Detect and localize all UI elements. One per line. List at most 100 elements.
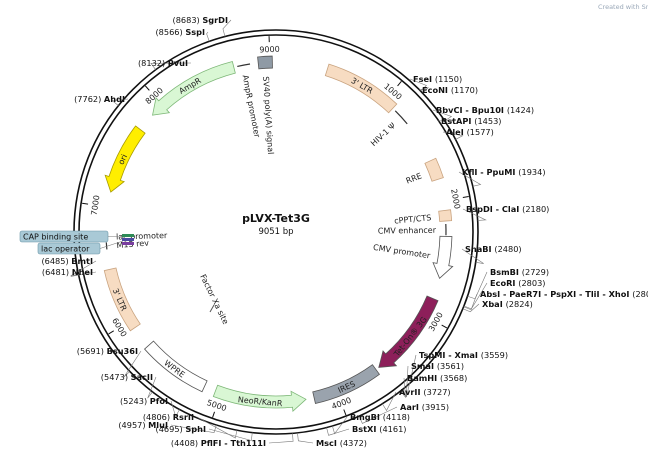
site-label: EcoRI (2803) xyxy=(490,278,546,288)
site-name: AbsI - PaeR7I - PspXI - TliI - XhoI xyxy=(480,289,632,299)
feature-label: SV40 poly(A) signal xyxy=(261,76,275,155)
factor-xa-label: Factor Xa site xyxy=(198,273,230,326)
site-bsu36i: (5691) Bsu36I xyxy=(77,346,142,378)
site-sgrdi: (8683) SgrDI xyxy=(173,15,232,37)
site-econi: EcoNI (1170) xyxy=(418,85,478,95)
feature-label: lac promoter xyxy=(116,231,168,241)
feature-label: HIV-1 Ψ xyxy=(369,121,397,148)
site-name: FseI xyxy=(413,74,435,84)
site-name: BstAPI xyxy=(441,116,474,126)
site-label: AvrII (3727) xyxy=(399,387,451,397)
site-coord: (2480) xyxy=(494,244,521,254)
snapgene-credit: Created with SnapGene® xyxy=(598,3,648,11)
site-coord: (4161) xyxy=(379,424,406,434)
site-label: (8132) PvuI xyxy=(138,58,188,68)
site-rsrii: (4806) RsrII xyxy=(143,412,238,439)
site-nhei: (6481) NheI xyxy=(42,267,97,277)
feature-label: cPPT/CTS xyxy=(394,213,432,226)
site-name: PflFI - Tth111I xyxy=(201,438,266,448)
site-bmti: (6485) BmtI xyxy=(41,256,97,277)
tag-label: CAP binding site xyxy=(23,233,88,242)
site-label: AbsI - PaeR7I - PspXI - TliI - XhoI (280… xyxy=(480,289,648,299)
site-label: SnaBI (2480) xyxy=(465,244,522,254)
site-coord: (1150) xyxy=(435,74,462,84)
site-label: (6485) BmtI xyxy=(41,256,93,266)
plasmid-name: pLVX-Tet3G xyxy=(242,212,310,225)
feature-lac-prom: lac promoter xyxy=(105,231,168,242)
site-name: BsmBI xyxy=(490,267,522,277)
site-coord: (5691) xyxy=(77,346,107,356)
feature-label: CMV enhancer xyxy=(378,226,437,236)
site-label: (6481) NheI xyxy=(42,267,93,277)
site-label: FseI (1150) xyxy=(413,74,462,84)
site-coord: (8566) xyxy=(155,27,185,37)
site-pvui: (8132) PvuI xyxy=(138,58,192,70)
tick-label: 2000 xyxy=(449,188,462,210)
site-coord: (4408) xyxy=(171,438,201,448)
site-name: MscI xyxy=(316,438,340,448)
site-coord: (3561) xyxy=(437,361,464,371)
site-label: BstAPI (1453) xyxy=(441,116,502,126)
site-name: AarI xyxy=(400,402,422,412)
site-name: NheI xyxy=(72,267,93,277)
feature-cmv-enh: CMV enhancer xyxy=(378,223,447,236)
site-label: (4957) MluI xyxy=(118,420,168,430)
feature-ampr-prom: AmpR promoter xyxy=(237,63,262,139)
site-coord: (4118) xyxy=(383,412,410,422)
site-sphi: (4695) SphI xyxy=(156,424,253,441)
tag-cap-binding-site: CAP binding site xyxy=(19,230,124,243)
site-name: BspDI - ClaI xyxy=(466,204,522,214)
site-name: BstXI xyxy=(352,424,379,434)
tick-label: 9000 xyxy=(259,45,280,55)
feature-label: ori xyxy=(116,153,129,166)
site-coord: (5243) xyxy=(120,396,150,406)
site-label: (7762) AhdI xyxy=(74,94,125,104)
site-label: AarI (3915) xyxy=(400,402,449,412)
site-coord: (2809) xyxy=(632,289,648,299)
site-label: (5243) PfoI xyxy=(120,396,168,406)
site-coord: (4372) xyxy=(340,438,367,448)
site-aari: AarI (3915) xyxy=(358,402,449,424)
tick-9000: 9000 xyxy=(259,36,280,54)
site-label: XbaI (2824) xyxy=(482,299,533,309)
feature-label: RRE xyxy=(405,171,423,185)
factor-xa-marker: Factor Xa site xyxy=(198,273,230,326)
site-coord: (8132) xyxy=(138,58,168,68)
site-label: (8683) SgrDI xyxy=(173,15,228,25)
site-name: AvrII xyxy=(399,387,423,397)
site-sspi: (8566) SspI xyxy=(155,27,210,42)
site-label: MscI (4372) xyxy=(316,438,367,448)
feature-ori: ori xyxy=(104,125,146,193)
site-name: SmaI xyxy=(411,361,437,371)
site-pfoi: (5243) PfoI xyxy=(120,396,180,418)
feature-rre: RRE xyxy=(405,157,444,186)
feature-ires: IRES xyxy=(312,364,381,405)
site-label: (4806) RsrII xyxy=(143,412,194,422)
site-name: BamHI xyxy=(407,373,440,383)
site-coord: (1424) xyxy=(507,105,534,115)
site-alei: AleI (1577) xyxy=(442,127,494,140)
site-avrii: AvrII (3727) xyxy=(382,387,451,412)
site-name: Bsu36I xyxy=(107,346,138,356)
site-label: BbvCI - Bpu10I (1424) xyxy=(436,105,534,115)
site-pflfi-tth111i: (4408) PflFI - Tth111I xyxy=(171,433,294,448)
site-coord: (1577) xyxy=(467,127,494,137)
feature-sv40-polya: SV40 poly(A) signal xyxy=(257,55,275,155)
site-ahdi: (7762) AhdI xyxy=(74,94,129,106)
site-label: EcoNI (1170) xyxy=(422,85,478,95)
site-label: (4695) SphI xyxy=(156,424,206,434)
site-coord: (2803) xyxy=(518,278,545,288)
site-coord: (3568) xyxy=(440,373,467,383)
site-label: AleI (1577) xyxy=(446,127,494,137)
site-snabi: SnaBI (2480) xyxy=(461,244,522,264)
site-name: AleI xyxy=(446,127,467,137)
feature-hiv-psi: HIV-1 Ψ xyxy=(369,110,408,148)
site-label: (5473) SacII xyxy=(101,372,153,382)
tag-lac-operator: lac operator xyxy=(37,240,124,255)
site-coord: (3727) xyxy=(423,387,450,397)
site-coord: (1934) xyxy=(518,167,545,177)
site-name: KflI - PpuMI xyxy=(462,167,518,177)
site-bstapi: BstAPI (1453) xyxy=(437,116,502,126)
tag-label: lac operator xyxy=(41,245,90,254)
